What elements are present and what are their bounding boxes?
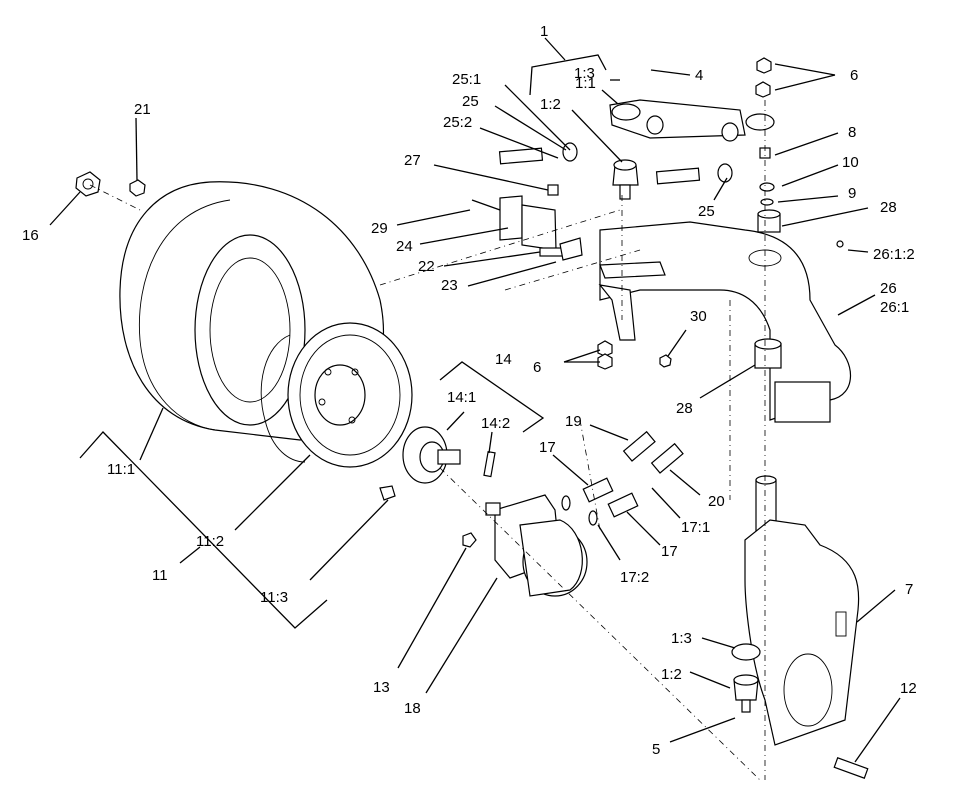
callout-26: 26 — [880, 280, 897, 297]
callout-14-1: 14:1 — [447, 389, 476, 406]
nut-13 — [462, 532, 477, 548]
callout-labels: 1 1:1 1:2 1:3 4 6 25:1 25 25:2 8 10 9 28… — [22, 23, 917, 758]
washers-9-10 — [759, 182, 775, 206]
callout-6-mid: 6 — [533, 359, 541, 376]
callout-25-top: 25 — [462, 93, 479, 110]
callout-28-mid: 28 — [676, 400, 693, 417]
callout-19: 19 — [565, 413, 582, 430]
wheel-motor — [485, 494, 588, 597]
callout-17-1: 17:1 — [681, 519, 710, 536]
center-lines — [89, 100, 766, 781]
callout-22: 22 — [418, 258, 435, 275]
callout-17-2: 17:2 — [620, 569, 649, 586]
callout-25-2: 25:2 — [443, 114, 472, 131]
callout-14: 14 — [495, 351, 512, 368]
hub-stud — [483, 450, 496, 478]
bushing-28-top — [757, 209, 781, 233]
ball-joint-top — [612, 159, 639, 200]
callout-26-1-2: 26:1:2 — [873, 246, 915, 263]
callout-16: 16 — [22, 227, 39, 244]
bushing-28-mid — [754, 338, 782, 369]
plate-24 — [499, 195, 557, 251]
hex-nuts-6-top — [755, 57, 772, 98]
callout-4: 4 — [695, 67, 703, 84]
callout-27: 27 — [404, 152, 421, 169]
fittings — [561, 430, 684, 526]
callout-28-top: 28 — [880, 199, 897, 216]
callout-24: 24 — [396, 238, 413, 255]
callout-11-2: 11:2 — [196, 533, 224, 550]
callout-21: 21 — [134, 101, 151, 118]
bolt-27 — [547, 184, 559, 196]
wheel-hub — [402, 426, 461, 484]
callout-11-3: 11:3 — [260, 589, 288, 606]
ball-joint-bottom — [731, 643, 761, 713]
callout-1: 1 — [540, 23, 548, 40]
callout-13: 13 — [373, 679, 390, 696]
frame-26 — [599, 221, 852, 423]
leader-lines — [49, 37, 901, 763]
callout-29: 29 — [371, 220, 388, 237]
callout-25-1: 25:1 — [452, 71, 481, 88]
bolt-12 — [833, 757, 869, 779]
callout-14-2: 14:2 — [481, 415, 510, 432]
hex-nuts-6-mid — [597, 340, 613, 370]
callout-26-1: 26:1 — [880, 299, 909, 316]
nipple-26-1-2 — [836, 240, 844, 248]
callout-5: 5 — [652, 741, 660, 758]
callout-7: 7 — [905, 581, 913, 598]
bracket-22 — [559, 237, 583, 261]
callout-1-2-bot: 1:2 — [661, 666, 682, 683]
lug-nut — [379, 485, 396, 501]
callout-1-2-top: 1:2 — [540, 96, 561, 113]
bolt-29 — [471, 199, 501, 211]
callout-17-b: 17 — [661, 543, 678, 560]
callout-8: 8 — [848, 124, 856, 141]
callout-11-1: 11:1 — [107, 461, 135, 478]
callout-20: 20 — [708, 493, 725, 510]
callout-23: 23 — [441, 277, 458, 294]
wheel-rim — [260, 322, 413, 468]
callout-9: 9 — [848, 185, 856, 202]
callout-18: 18 — [404, 700, 421, 717]
callout-25-mid: 25 — [698, 203, 715, 220]
callout-12: 12 — [900, 680, 917, 697]
nut-30 — [659, 354, 672, 368]
cylinder-bracket-1 — [609, 99, 775, 142]
hex-nut-16 — [75, 171, 101, 197]
callout-10: 10 — [842, 154, 859, 171]
hydraulic-cylinders-25 — [498, 142, 733, 185]
linkage-arm — [598, 261, 666, 341]
callout-6-top: 6 — [850, 67, 858, 84]
callout-17-a: 17 — [539, 439, 556, 456]
callout-1-3-bot: 1:3 — [671, 630, 692, 647]
callout-11: 11 — [152, 567, 168, 584]
fork-7 — [744, 519, 860, 746]
callout-1-3-top: 1:3 — [574, 65, 595, 82]
callout-1-1: 1:1 — [575, 75, 596, 92]
hex-nut-21 — [129, 179, 146, 197]
callout-30: 30 — [690, 308, 707, 325]
